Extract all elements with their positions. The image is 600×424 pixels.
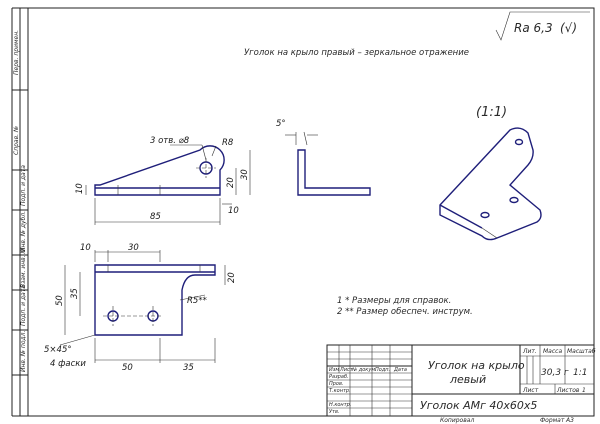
front-dim-r8: R8 [222,138,234,148]
part-material: Уголок АМг 40х60х5 [420,399,537,412]
front-dim-30: 30 [240,169,250,180]
hdr-mass: Масса [543,348,562,355]
top-dim-r5: R5** [187,296,207,306]
roughness-symbol: Ra 6,3 (√) [495,11,590,41]
isometric-view [439,127,542,241]
col-doc: № докум. [351,367,377,373]
sheets-label: Листов [556,387,580,394]
col-list: Лист [339,367,354,373]
margin-label-first-use: Перв. примен. [13,30,20,75]
top-dim-20: 20 [227,272,237,283]
top-dim-30: 30 [128,243,139,253]
col-sign: Подп. [375,367,390,373]
part-name-line1: Уголок на крыло [428,359,525,372]
holes-label: 3 отв. ⌀8 [150,136,190,146]
note-2: 2 ** Размер обеспеч. инструм. [337,307,473,317]
margin-label-dup: Инв. № дубл. [20,211,27,252]
roughness-paren: (√) [560,21,577,35]
format-label: Формат [540,417,565,424]
sheets-value: 1 [582,387,586,394]
sheet-label: Лист [522,387,539,394]
col-izm: Изм [329,367,339,373]
top-dim-50-vertical: 50 [55,295,65,306]
note-1: 1 * Размеры для справок. [337,296,451,306]
scale-value: 1:1 [573,368,587,378]
role-check: Пров. [329,381,344,387]
side-view [285,131,371,196]
side-margin: Перв. примен. Справ. № Подп. и дата Инв.… [11,7,28,417]
hdr-lit: Лит. [522,348,537,355]
side-angle: 5° [276,119,286,129]
title-block [326,344,595,417]
role-approved: Утв. [329,409,340,415]
top-dim-50-bottom: 50 [122,363,133,373]
mirror-note: Уголок на крыло правый – зеркальное отра… [244,48,469,58]
margin-label-sign-date-1: Подп. и дата [20,165,27,206]
mass-value: 30,3 г [541,368,569,378]
roughness-value: Ra 6,3 [514,21,553,35]
format-value: А3 [565,417,574,424]
hdr-scale: Масштаб [567,348,596,355]
margin-label-ref: Справ. № [13,126,20,155]
part-name-line2: левый [449,373,486,386]
copied-label: Копировал [440,417,474,424]
front-dim-10-left: 10 [75,183,85,194]
col-date: Дата [393,367,407,373]
top-chamfer: 5×45° [44,345,72,355]
margin-label-replace: Взам. инв. № [20,247,27,288]
sheet-frame [27,7,595,417]
top-view [59,250,226,363]
front-dim-10-bottom: 10 [228,206,239,216]
scale-label: (1:1) [476,105,507,120]
role-ncontrol: Н.контр. [329,402,351,408]
margin-label-orig: Инв. № подл. [20,331,27,372]
role-tcontrol: Т.контр. [329,388,351,394]
front-dim-85: 85 [150,212,161,222]
front-view [85,144,251,225]
top-dim-35-vertical: 35 [70,288,80,299]
front-dim-20: 20 [226,177,236,188]
role-dev: Разраб. [329,374,349,380]
margin-label-sign-date-2: Подп. и дата [20,285,27,326]
top-dim-35-bottom: 35 [183,363,194,373]
top-dim-10: 10 [80,243,91,253]
top-chamfer-count: 4 фаски [50,359,86,369]
